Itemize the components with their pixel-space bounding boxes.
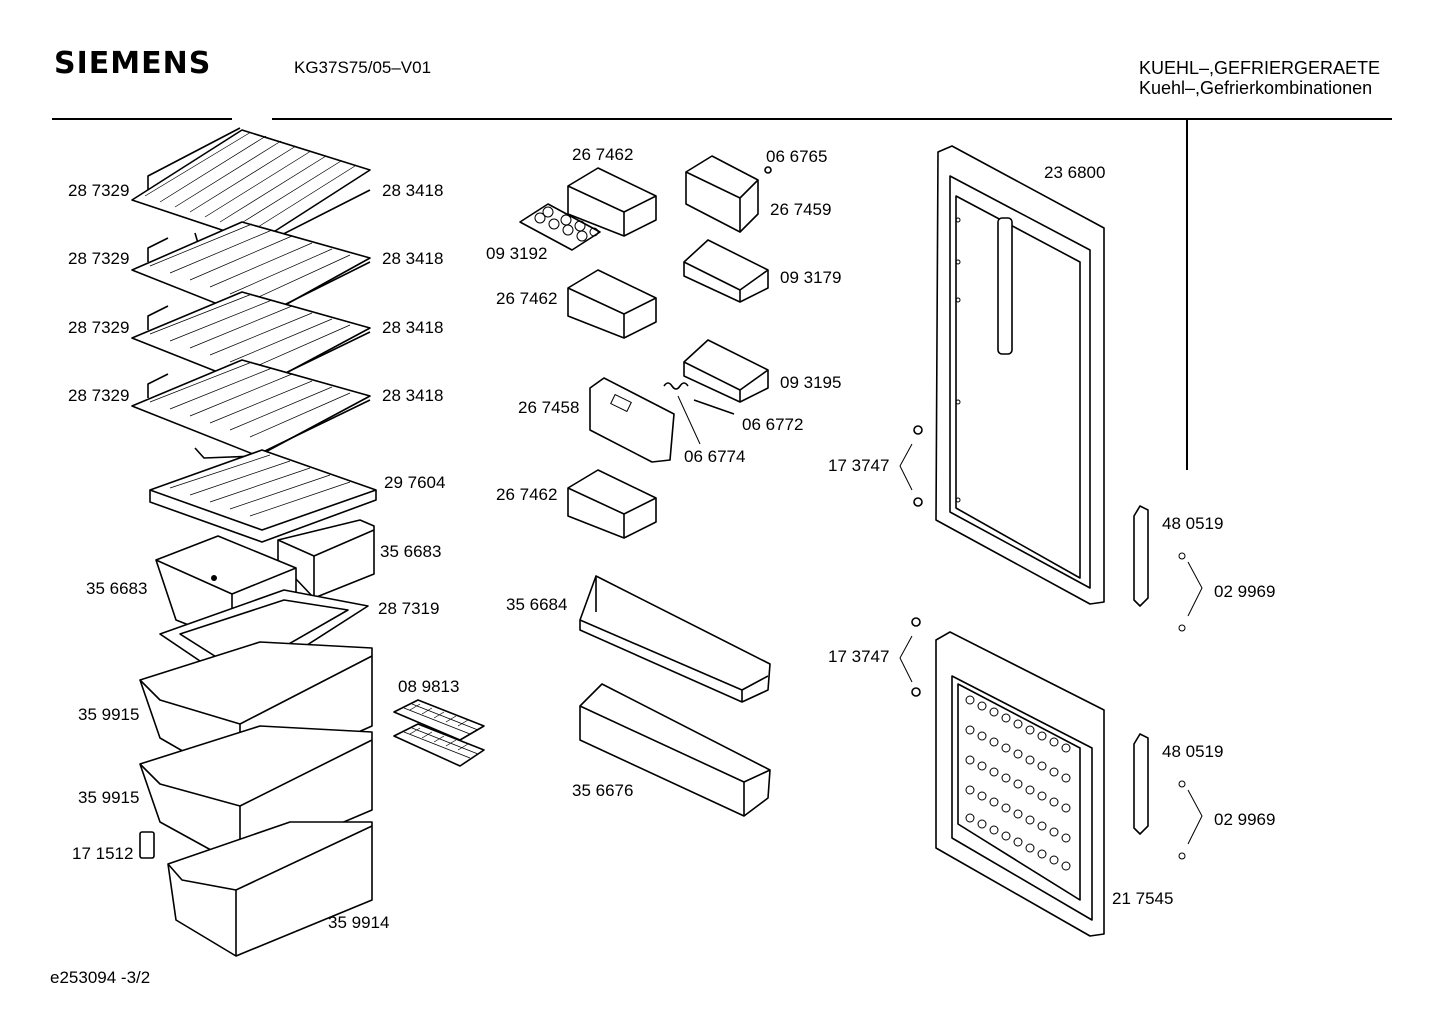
label-door-tray-2: 09 3195 — [780, 373, 842, 392]
label-handle-upper: 48 0519 — [1162, 514, 1224, 533]
label-caps-lower: 02 9969 — [1214, 810, 1276, 829]
label-shelf-frame-1: 28 7329 — [68, 181, 130, 200]
label-flap: 26 7458 — [518, 398, 580, 417]
door-tray-2 — [683, 339, 769, 403]
label-crisper-1: 35 9915 — [78, 705, 140, 724]
wire-shelf-4 — [131, 359, 371, 467]
spring-and-pin — [663, 382, 735, 445]
handle-upper — [1133, 505, 1149, 607]
label-shelf-frame-3: 28 7329 — [68, 318, 130, 337]
label-spring: 06 6774 — [684, 447, 746, 466]
label-door-shelf-mid: 26 7462 — [496, 289, 558, 308]
screws-lower — [899, 617, 921, 697]
glass-shelf — [149, 449, 377, 543]
door-shelf-low — [567, 469, 657, 539]
label-lower-door: 21 7545 — [1112, 889, 1174, 908]
label-butter-box: 26 7459 — [770, 200, 832, 219]
label-bottle-shelf-2: 35 6676 — [572, 781, 634, 800]
label-shelf-frame-2: 28 7329 — [68, 249, 130, 268]
label-butter-lid-pin: 06 6765 — [766, 147, 828, 166]
label-bottle-shelf-1: 35 6684 — [506, 595, 568, 614]
bottle-shelf-1 — [579, 575, 771, 703]
screws-upper — [899, 425, 923, 507]
caps-lower — [1178, 780, 1203, 860]
label-shelf-trim-3: 28 3418 — [382, 318, 444, 337]
label-shelf-trim-1: 28 3418 — [382, 181, 444, 200]
door-tray-1 — [683, 239, 769, 303]
category-title: KUEHL–,GEFRIERGERAETE — [1139, 58, 1381, 78]
brand-logo: SIEMENS — [54, 46, 212, 81]
upper-door — [935, 145, 1105, 605]
label-upper-door: 23 6800 — [1044, 163, 1106, 182]
handle-lower — [1133, 733, 1149, 835]
label-glass-shelf: 29 7604 — [384, 473, 446, 492]
freezer-drawer — [167, 821, 373, 957]
label-door-tray-1: 09 3179 — [780, 268, 842, 287]
small-drawer-right — [277, 519, 375, 599]
label-freezer-drawer: 35 9914 — [328, 913, 390, 932]
label-shelf-trim-4: 28 3418 — [382, 386, 444, 405]
category-subtitle: Kuehl–,Gefrierkombinationen — [1139, 78, 1373, 98]
label-caps-upper: 02 9969 — [1214, 582, 1276, 601]
door-grid-pattern — [965, 695, 1071, 871]
egg-tray — [519, 203, 601, 251]
label-small-drawer-right: 35 6683 — [380, 542, 442, 561]
label-ice-tray: 08 9813 — [398, 677, 460, 696]
label-small-drawer-left: 35 6683 — [86, 579, 148, 598]
ice-trays — [393, 699, 485, 767]
label-handle-lower: 48 0519 — [1162, 742, 1224, 761]
label-handle-clip: 17 1512 — [72, 844, 134, 863]
handle-clip — [139, 831, 155, 859]
label-shelf-trim-2: 28 3418 — [382, 249, 444, 268]
label-screws-lower: 17 3747 — [828, 647, 890, 666]
label-crisper-2: 35 9915 — [78, 788, 140, 807]
label-door-shelf-low: 26 7462 — [496, 485, 558, 504]
label-door-shelf-top: 26 7462 — [572, 145, 634, 164]
document-id: e253094 -3/2 — [50, 968, 151, 987]
bottle-shelf-2 — [579, 683, 771, 817]
label-shelf-frame-4: 28 7329 — [68, 386, 130, 405]
butter-box — [685, 155, 772, 233]
door-shelf-mid — [567, 269, 657, 339]
label-drawer-cover: 28 7319 — [378, 599, 440, 618]
label-hinge-pin: 06 6772 — [742, 415, 804, 434]
label-egg-tray: 09 3192 — [486, 244, 548, 263]
lower-door — [935, 631, 1105, 937]
model-number: KG37S75/05–V01 — [294, 58, 432, 77]
label-screws-upper: 17 3747 — [828, 456, 890, 475]
flap — [589, 377, 675, 463]
caps-upper — [1178, 552, 1203, 632]
